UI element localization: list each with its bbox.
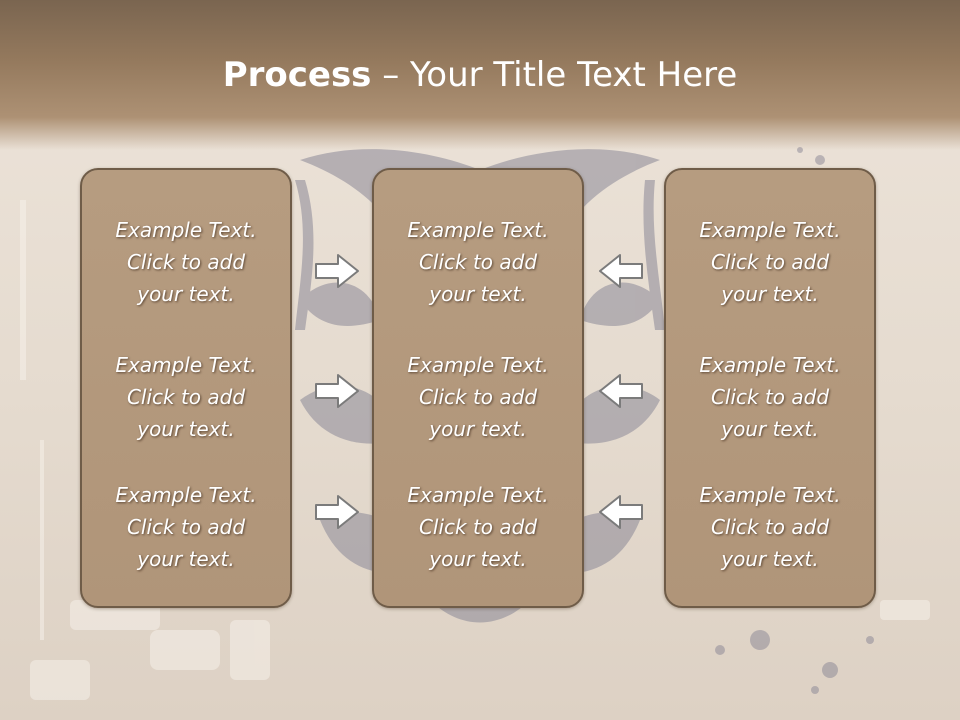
slide-title[interactable]: Process – Your Title Text Here xyxy=(0,55,960,95)
text-block[interactable]: Example Text. Click to add your text. xyxy=(666,349,874,445)
process-panel-left[interactable]: Example Text. Click to add your text. Ex… xyxy=(80,168,292,608)
text-line: your text. xyxy=(137,282,235,306)
text-line: Click to add xyxy=(418,515,538,539)
text-line: Click to add xyxy=(710,515,830,539)
text-block[interactable]: Example Text. Click to add your text. xyxy=(82,214,290,310)
text-line: Example Text. xyxy=(699,218,841,242)
text-block[interactable]: Example Text. Click to add your text. xyxy=(82,479,290,575)
text-line: your text. xyxy=(137,417,235,441)
text-line: Click to add xyxy=(418,385,538,409)
text-line: your text. xyxy=(721,282,819,306)
arrow-right-icon xyxy=(315,254,359,288)
text-line: your text. xyxy=(721,417,819,441)
text-line: Example Text. xyxy=(115,218,257,242)
text-line: Click to add xyxy=(126,515,246,539)
text-block[interactable]: Example Text. Click to add your text. xyxy=(666,479,874,575)
text-line: Click to add xyxy=(418,250,538,274)
text-line: Click to add xyxy=(126,385,246,409)
text-block[interactable]: Example Text. Click to add your text. xyxy=(374,214,582,310)
text-line: Click to add xyxy=(710,250,830,274)
text-block[interactable]: Example Text. Click to add your text. xyxy=(374,349,582,445)
arrow-left-icon xyxy=(599,374,643,408)
text-block[interactable]: Example Text. Click to add your text. xyxy=(82,349,290,445)
text-line: Example Text. xyxy=(407,353,549,377)
text-line: your text. xyxy=(429,282,527,306)
text-line: Example Text. xyxy=(699,483,841,507)
text-line: your text. xyxy=(429,547,527,571)
arrow-left-icon xyxy=(599,254,643,288)
process-panel-center[interactable]: Example Text. Click to add your text. Ex… xyxy=(372,168,584,608)
title-bold-text: Process xyxy=(222,55,372,95)
title-regular-text: – Your Title Text Here xyxy=(371,55,738,95)
text-line: your text. xyxy=(137,547,235,571)
text-block[interactable]: Example Text. Click to add your text. xyxy=(666,214,874,310)
arrow-right-icon xyxy=(315,374,359,408)
process-panel-right[interactable]: Example Text. Click to add your text. Ex… xyxy=(664,168,876,608)
text-line: Example Text. xyxy=(407,483,549,507)
text-line: your text. xyxy=(721,547,819,571)
text-line: Example Text. xyxy=(115,353,257,377)
title-banner xyxy=(0,0,960,150)
arrow-right-icon xyxy=(315,495,359,529)
text-line: Example Text. xyxy=(115,483,257,507)
text-line: your text. xyxy=(429,417,527,441)
arrow-left-icon xyxy=(599,495,643,529)
text-line: Click to add xyxy=(710,385,830,409)
text-line: Click to add xyxy=(126,250,246,274)
text-block[interactable]: Example Text. Click to add your text. xyxy=(374,479,582,575)
text-line: Example Text. xyxy=(407,218,549,242)
text-line: Example Text. xyxy=(699,353,841,377)
